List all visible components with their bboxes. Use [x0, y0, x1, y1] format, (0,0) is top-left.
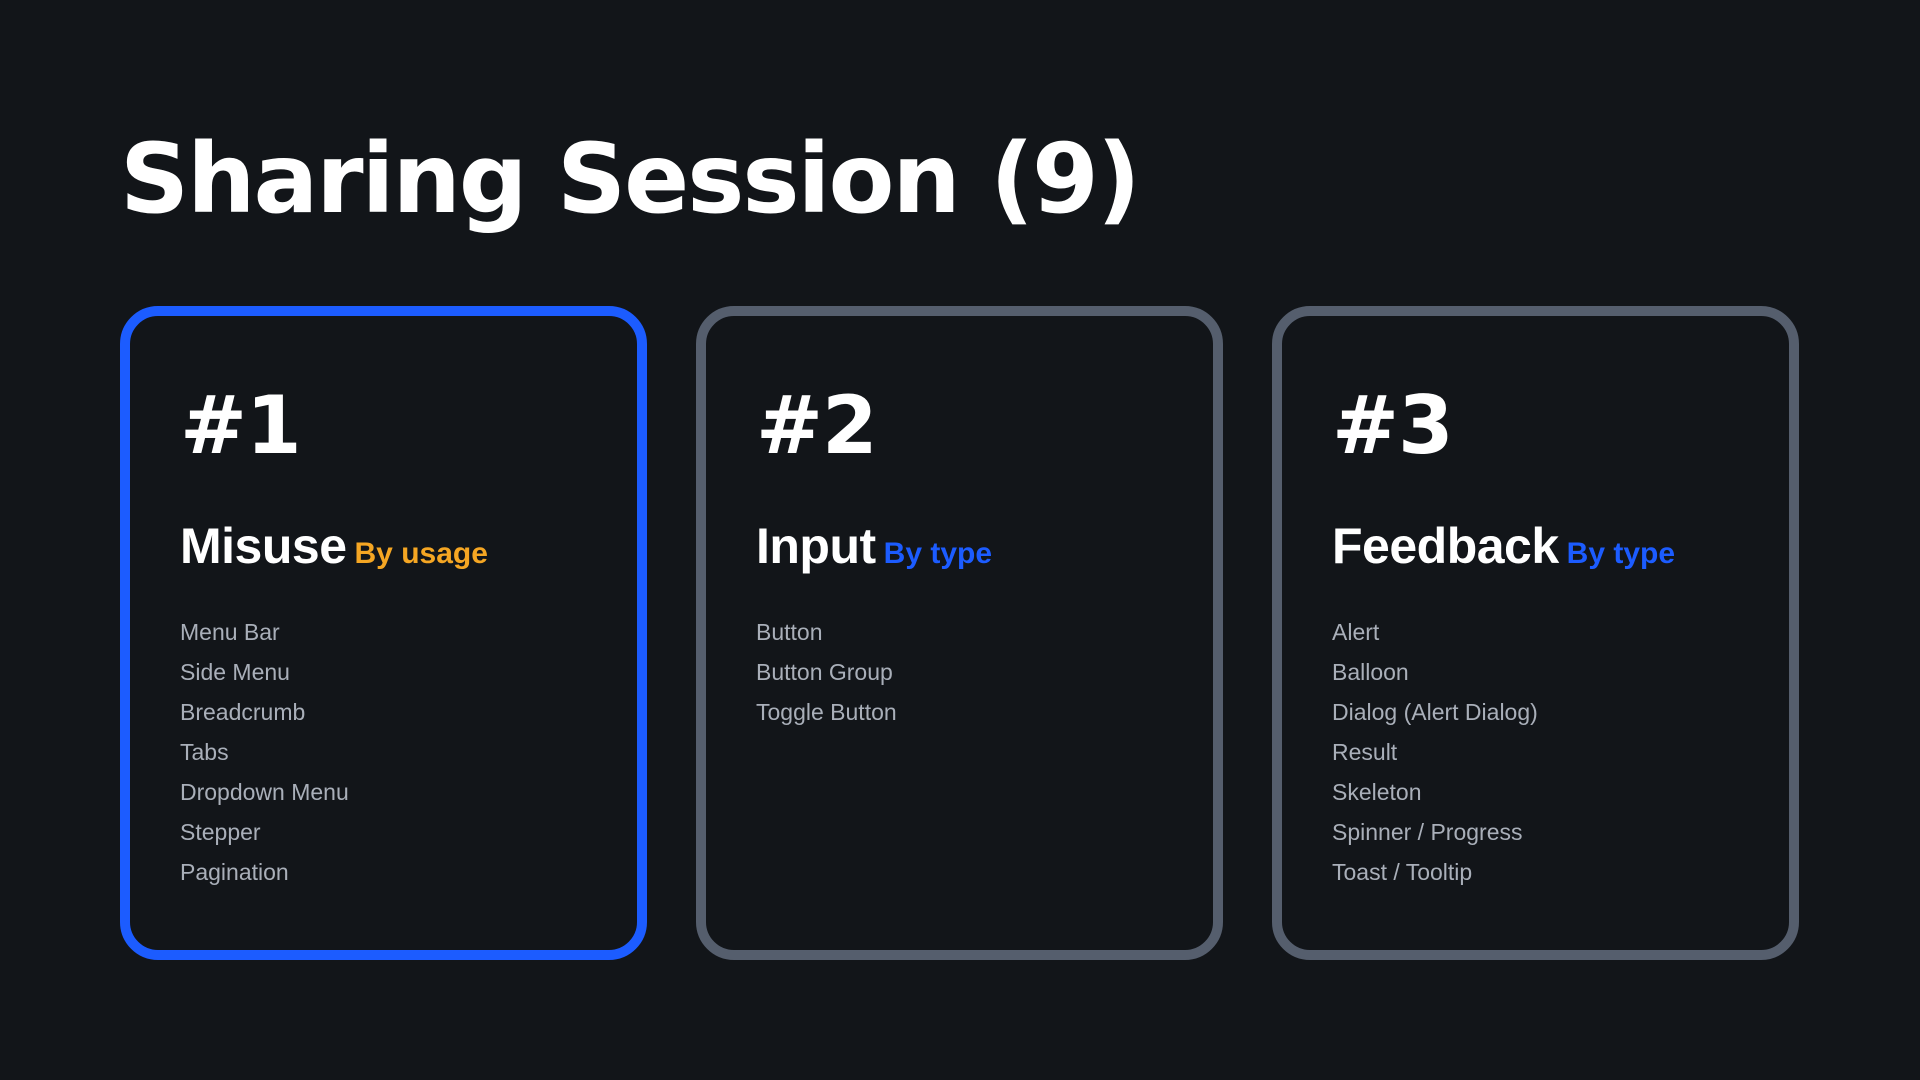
list-item: Toggle Button — [756, 699, 897, 725]
item-list: Alert Balloon Dialog (Alert Dialog) Resu… — [1332, 612, 1538, 892]
card-category: Misuse — [180, 518, 347, 574]
list-item: Balloon — [1332, 659, 1409, 685]
list-item: Result — [1332, 739, 1398, 765]
list-item: Skeleton — [1332, 779, 1422, 805]
list-item: Alert — [1332, 619, 1380, 645]
card-number: #1 — [180, 379, 302, 472]
card-category: Input — [756, 518, 876, 574]
list-item: Spinner / Progress — [1332, 819, 1523, 845]
list-item: Menu Bar — [180, 619, 280, 645]
list-item: Button Group — [756, 659, 893, 685]
list-item: Pagination — [180, 859, 289, 885]
card-tag: By type — [1566, 537, 1676, 570]
card-number: #3 — [1332, 379, 1454, 472]
list-item: Dialog (Alert Dialog) — [1332, 699, 1538, 725]
card-category: Feedback — [1332, 518, 1559, 574]
list-item: Dropdown Menu — [180, 779, 349, 805]
list-item: Toast / Tooltip — [1332, 859, 1473, 885]
list-item: Tabs — [180, 739, 229, 765]
card-tag: By usage — [354, 537, 488, 570]
list-item: Breadcrumb — [180, 699, 306, 725]
item-list: Menu Bar Side Menu Breadcrumb Tabs Dropd… — [180, 612, 349, 892]
card-tag: By type — [883, 537, 993, 570]
list-item: Button — [756, 619, 823, 645]
list-item: Stepper — [180, 819, 261, 845]
card-number: #2 — [756, 379, 878, 472]
page-title: Sharing Session (9) — [120, 123, 1141, 235]
list-item: Side Menu — [180, 659, 290, 685]
item-list: Button Button Group Toggle Button — [756, 612, 897, 732]
